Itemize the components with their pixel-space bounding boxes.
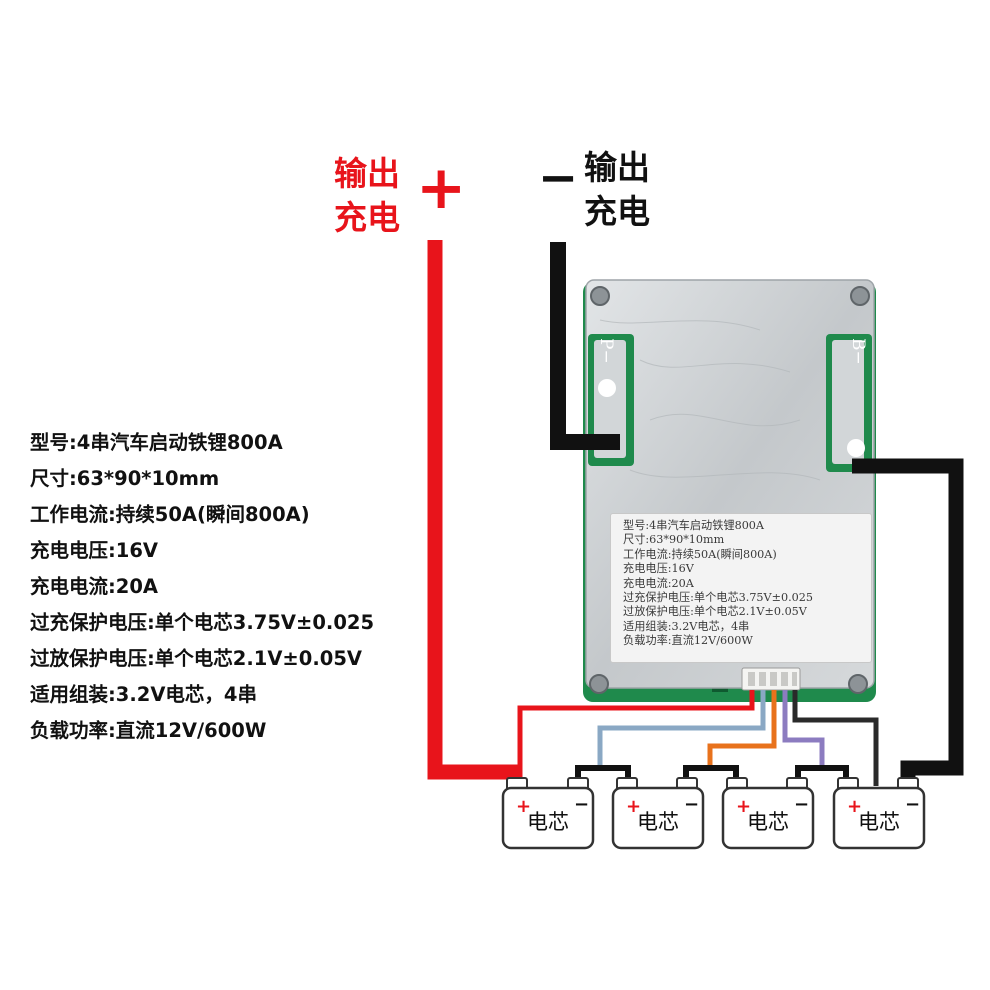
spec-item: 尺寸:63*90*10mm — [30, 467, 220, 490]
battery-cell-2: + − — [611, 777, 705, 850]
cell-minus-sign: − — [684, 794, 699, 815]
cell-minus-sign: − — [574, 794, 589, 815]
b-minus-label: B− — [848, 338, 868, 365]
negative-output-wire — [550, 242, 620, 450]
spec-item: 过充保护电压:单个电芯3.75V±0.025 — [30, 611, 375, 634]
positive-label-line1: 输出 — [334, 154, 400, 193]
cell-label: 电芯 — [858, 810, 900, 834]
b-minus-wire — [852, 458, 964, 786]
board-spec-line: 工作电流:持续50A(瞬间800A) — [623, 547, 777, 561]
screws — [589, 286, 870, 694]
spec-item: 负载功率:直流12V/600W — [30, 719, 267, 742]
p-minus-hole — [598, 379, 616, 397]
spec-list: 型号:4串汽车启动铁锂800A 尺寸:63*90*10mm 工作电流:持续50A… — [30, 425, 374, 749]
negative-symbol: − — [538, 150, 579, 206]
negative-terminal-label: 输出 充电 — [584, 146, 650, 234]
spec-item: 过放保护电压:单个电芯2.1V±0.05V — [30, 647, 362, 670]
cell-minus-sign: − — [905, 794, 920, 815]
board-spec-label: 型号:4串汽车启动铁锂800A 尺寸:63*90*10mm 工作电流:持续50A… — [610, 513, 872, 663]
cell-label: 电芯 — [637, 810, 679, 834]
b-minus-hole — [847, 439, 865, 457]
spec-item: 充电电压:16V — [30, 539, 159, 562]
balance-wire-4 — [782, 690, 825, 766]
cell-minus-sign: − — [794, 794, 809, 815]
board-spec-line: 型号:4串汽车启动铁锂800A — [623, 519, 765, 532]
connector-pins — [748, 672, 797, 686]
positive-terminal-label: 输出 充电 — [334, 152, 400, 240]
cell-plus-sign: + — [736, 796, 751, 817]
plate-texture — [599, 319, 821, 481]
positive-symbol: + — [416, 153, 467, 223]
balance-wire-2 — [597, 690, 766, 766]
p-minus-label: P− — [596, 338, 616, 364]
positive-label-line2: 充电 — [334, 198, 400, 237]
board-spec-line: 过放保护电压:单个电芯2.1V±0.05V — [623, 605, 807, 619]
balance-wire-1 — [517, 690, 755, 786]
positive-main-wire — [427, 240, 522, 786]
p-minus-copper — [594, 340, 626, 458]
battery-cell-1: + − — [501, 777, 595, 850]
cell-plus-sign: + — [516, 796, 531, 817]
board-spec-line: 过充保护电压:单个电芯3.75V±0.025 — [623, 591, 814, 605]
spec-item: 充电电流:20A — [30, 575, 159, 598]
battery-cell-4: + − — [832, 777, 926, 850]
board-spec-line: 适用组装:3.2V电芯，4串 — [623, 619, 750, 633]
spec-item: 工作电流:持续50A(瞬间800A) — [30, 503, 310, 526]
balance-wire-3 — [707, 690, 777, 766]
board-spec-line: 尺寸:63*90*10mm — [623, 533, 725, 547]
cell-plus-sign: + — [847, 796, 862, 817]
board-spec-line: 负载功率:直流12V/600W — [623, 634, 753, 648]
cell-label: 电芯 — [527, 810, 569, 834]
battery-cell-3: + − — [721, 777, 815, 850]
board-spec-line: 充电电压:16V — [623, 562, 694, 576]
balance-wire-5 — [792, 690, 879, 786]
negative-label-line1: 输出 — [584, 148, 650, 187]
cell-label: 电芯 — [747, 810, 789, 834]
negative-label-line2: 充电 — [584, 192, 650, 231]
spec-item: 型号:4串汽车启动铁锂800A — [30, 431, 283, 454]
board-spec-line: 充电电流:20A — [623, 576, 694, 590]
b-minus-copper — [832, 340, 864, 464]
spec-item: 适用组装:3.2V电芯，4串 — [30, 683, 258, 706]
cell-plus-sign: + — [626, 796, 641, 817]
